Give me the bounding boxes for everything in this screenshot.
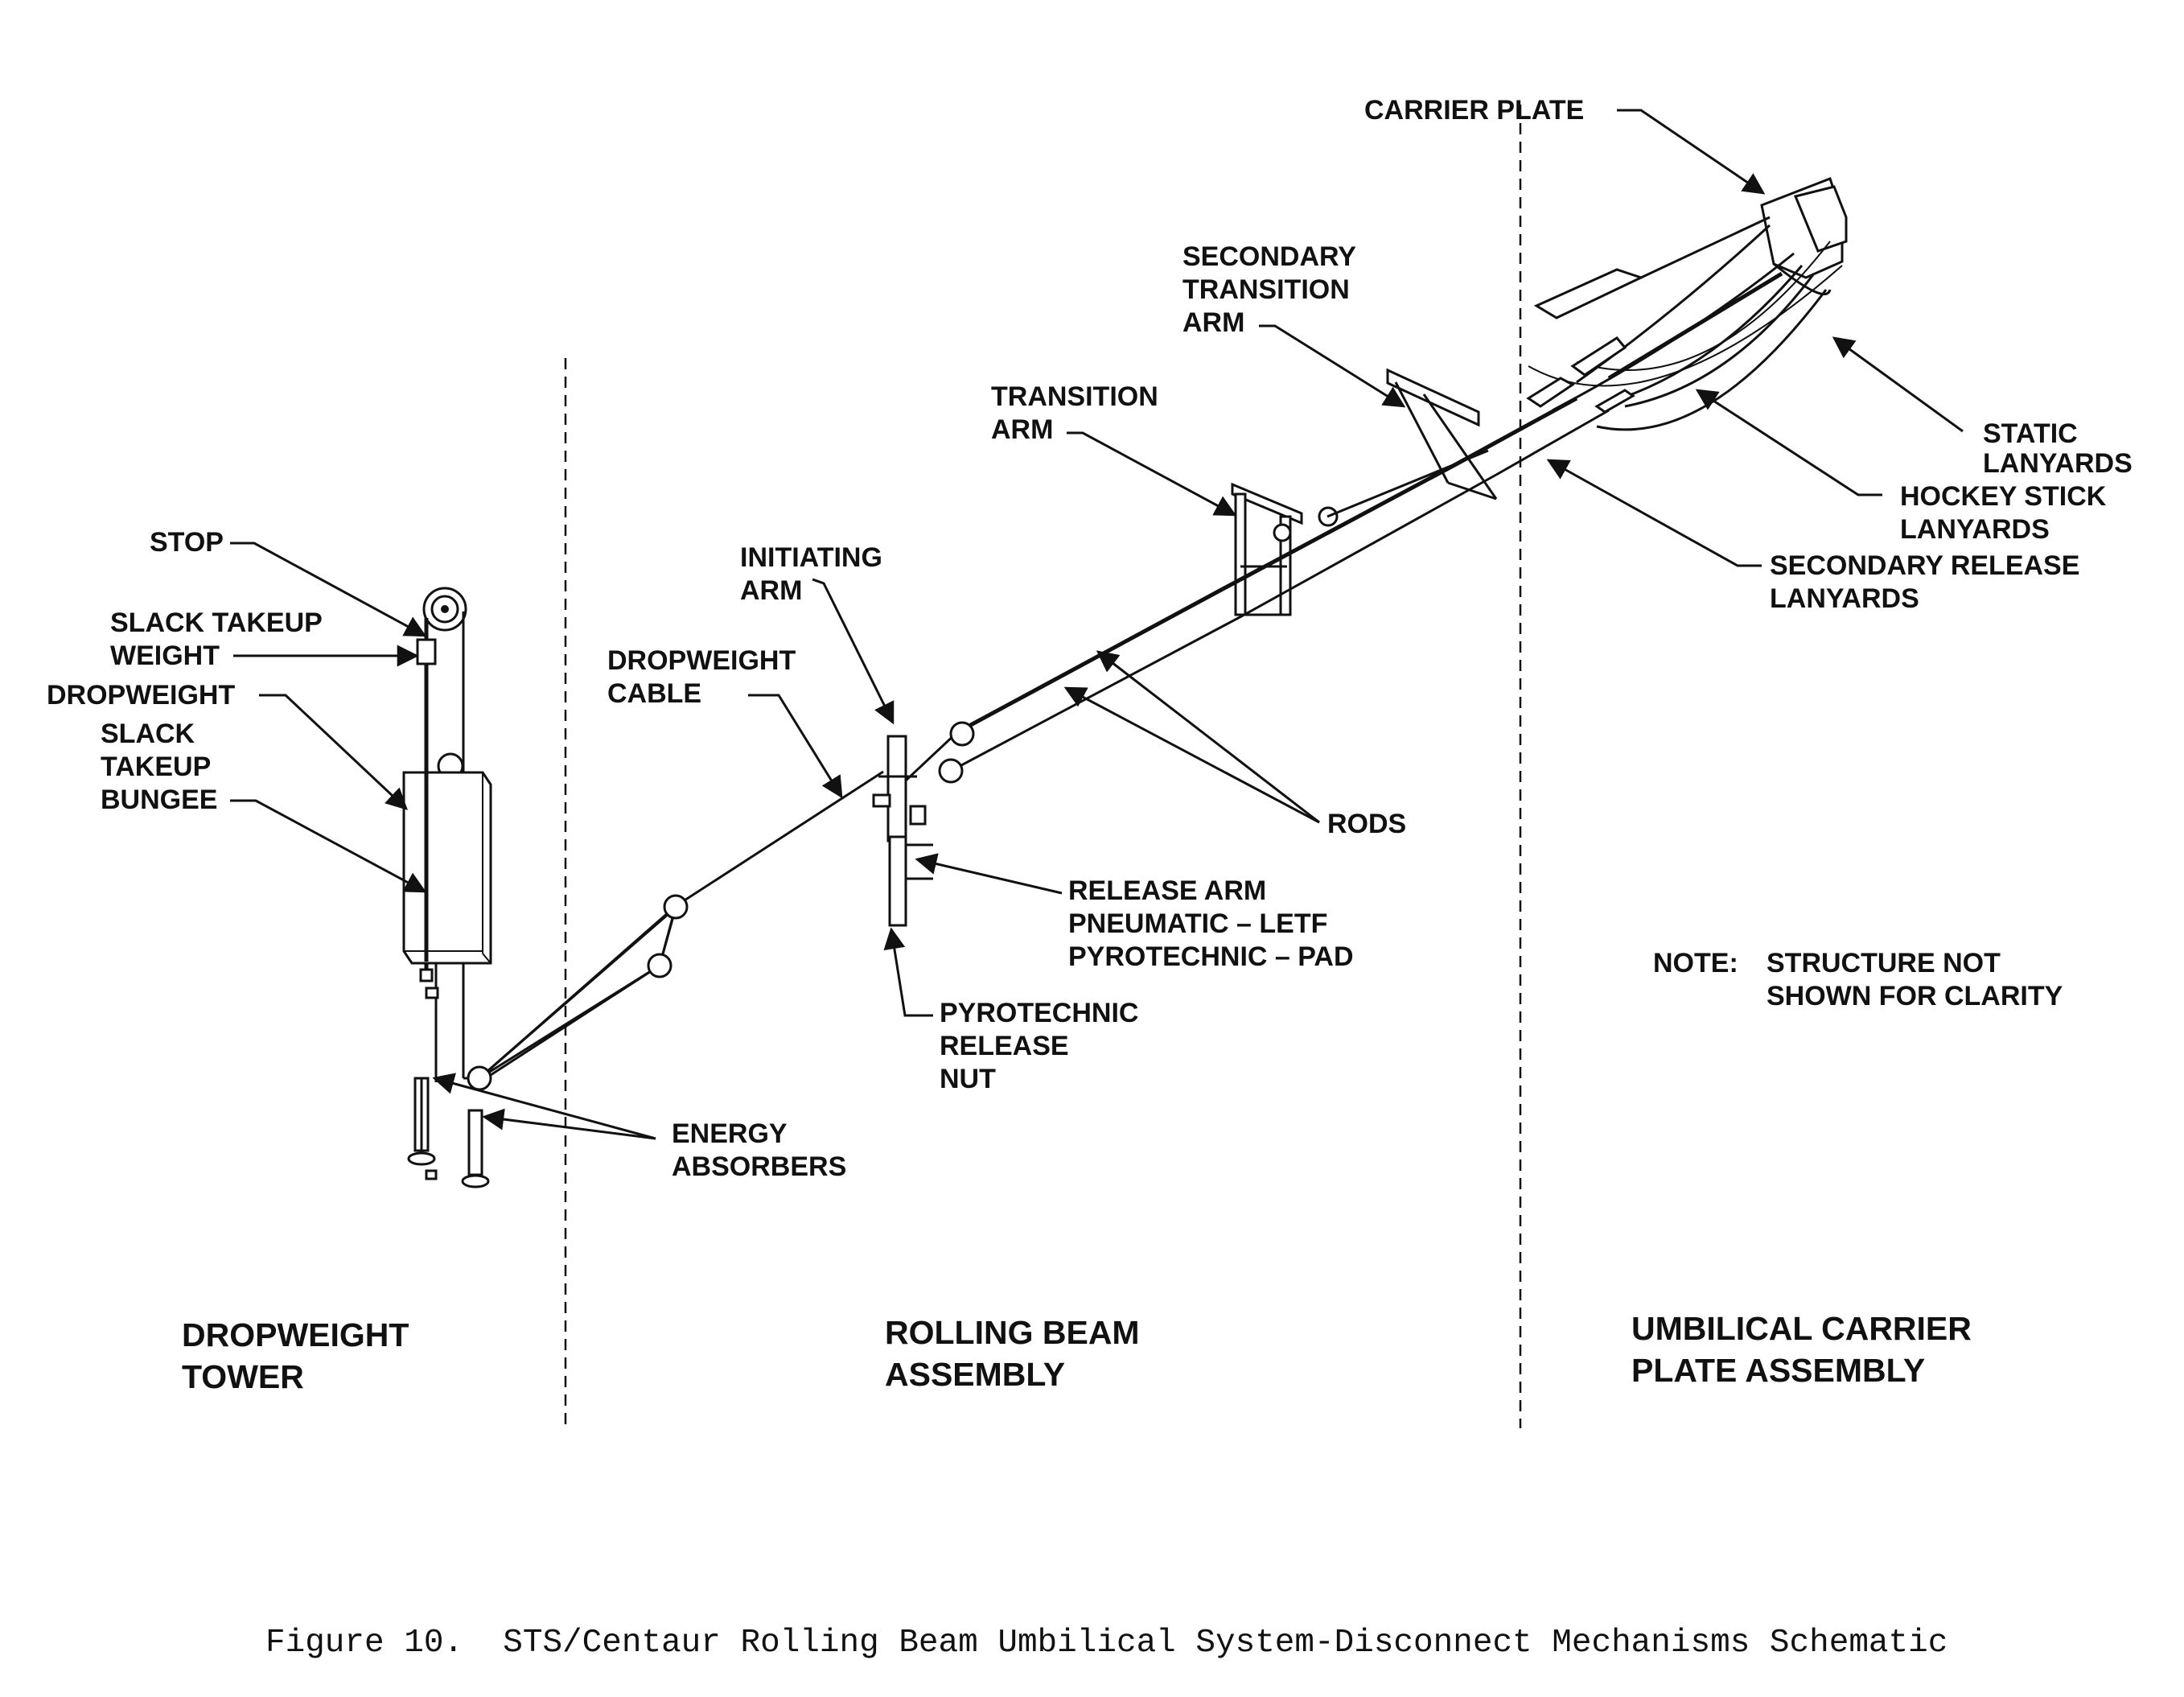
label-initiating-arm: INITIATING ARM xyxy=(740,542,890,606)
label-energy-absorbers: ENERGY ABSORBERS xyxy=(672,1118,846,1182)
dropweight-tower-drawing xyxy=(402,587,492,1188)
label-dropweight-cable: DROPWEIGHT CABLE xyxy=(607,645,804,709)
section-rolling-beam-assembly: ROLLING BEAM ASSEMBLY xyxy=(885,1314,1149,1393)
label-secondary-release-lanyards: SECONDARY RELEASE LANYARDS xyxy=(1770,550,2087,614)
figure-caption: Figure 10. STS/Centaur Rolling Beam Umbi… xyxy=(265,1625,1948,1662)
label-transition-arm: TRANSITION ARM xyxy=(991,381,1166,445)
section-umbilical-carrier-plate-assembly: UMBILICAL CARRIER PLATE ASSEMBLY xyxy=(1631,1310,1980,1389)
note: NOTE: STRUCTURE NOT SHOWN FOR CLARITY xyxy=(1653,948,2063,1011)
section-dropweight-tower: DROPWEIGHT TOWER xyxy=(182,1316,418,1395)
label-carrier-plate: CARRIER PLATE xyxy=(1364,95,1584,126)
label-slack-takeup-weight: SLACK TAKEUP WEIGHT xyxy=(110,608,330,671)
label-rods: RODS xyxy=(1327,809,1406,839)
leader-lines xyxy=(230,109,1964,1140)
label-secondary-transition-arm: SECONDARY TRANSITION ARM xyxy=(1182,241,1363,338)
label-static-lanyards: STATIC LANYARDS xyxy=(1983,418,2133,479)
label-slack-takeup-bungee: SLACK TAKEUP BUNGEE xyxy=(101,719,218,815)
label-stop: STOP xyxy=(150,527,224,558)
label-hockey-stick-lanyards: HOCKEY STICK LANYARDS xyxy=(1900,481,2114,545)
label-pyrotechnic-release-nut: PYROTECHNIC RELEASE NUT xyxy=(940,998,1146,1094)
label-dropweight: DROPWEIGHT xyxy=(47,680,235,711)
rolling-beam-drawing xyxy=(463,368,1610,1091)
carrier-plate-drawing xyxy=(1526,177,1848,431)
label-release-arm: RELEASE ARM PNEUMATIC – LETF PYROTECHNIC… xyxy=(1068,875,1354,972)
